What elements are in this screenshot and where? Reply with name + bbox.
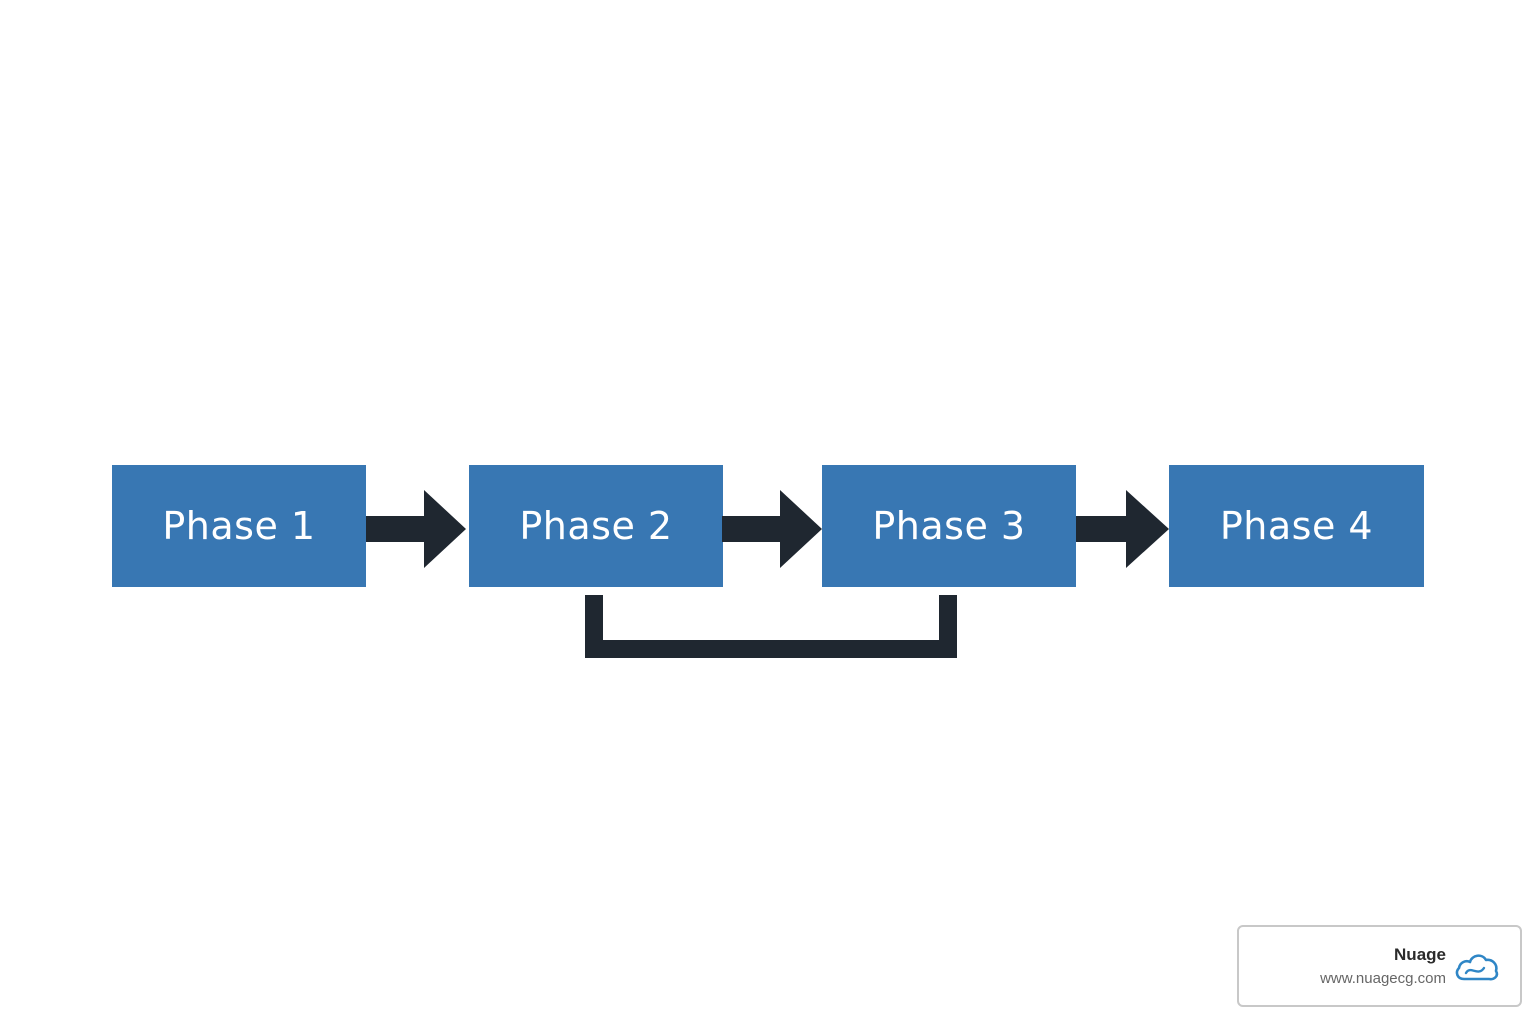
phase-3-box: Phase 3 (822, 465, 1076, 587)
phase-1-box: Phase 1 (112, 465, 366, 587)
brand-card: Nuage www.nuagecg.com (1237, 925, 1522, 1007)
phase-3-label: Phase 3 (872, 504, 1026, 548)
arrow-right-icon (722, 490, 822, 568)
brand-url: www.nuagecg.com (1320, 970, 1446, 987)
arrow-right-icon (1076, 490, 1169, 568)
brand-name: Nuage (1394, 945, 1446, 964)
cloud-icon (1455, 954, 1499, 981)
phase-4-box: Phase 4 (1169, 465, 1424, 587)
phase-1-label: Phase 1 (162, 504, 316, 548)
arrow-right-icon (366, 490, 466, 568)
phase-2-label: Phase 2 (519, 504, 673, 548)
loop-bracket-connector (585, 595, 957, 658)
phase-2-box: Phase 2 (469, 465, 723, 587)
phase-4-label: Phase 4 (1219, 504, 1374, 548)
